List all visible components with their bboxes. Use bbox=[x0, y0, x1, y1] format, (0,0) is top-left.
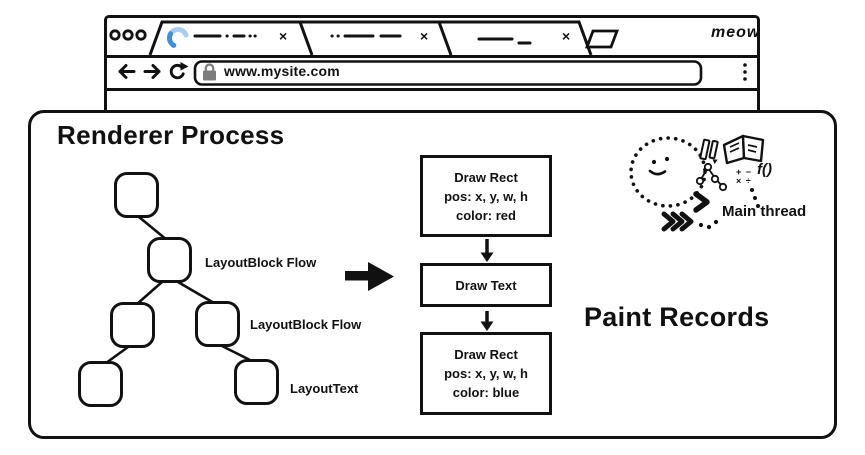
browser-menu-icon[interactable] bbox=[743, 63, 747, 81]
tab-title-scribble bbox=[477, 37, 532, 45]
paint-record-line: color: blue bbox=[452, 385, 520, 400]
tab-outline bbox=[148, 20, 593, 56]
browser-chrome-graphics: × × × bbox=[107, 20, 757, 91]
tab-separator bbox=[298, 21, 314, 56]
paint-record-line: Draw Rect bbox=[454, 347, 518, 362]
reload-button[interactable] bbox=[169, 62, 189, 80]
lock-icon bbox=[203, 63, 216, 81]
tree-node-label: LayoutBlock Flow bbox=[205, 255, 317, 270]
layout-tree-node bbox=[234, 359, 279, 405]
renderer-process-title: Renderer Process bbox=[57, 120, 285, 150]
browser-brand-label: meow bbox=[711, 24, 761, 41]
paint-records-title: Paint Records bbox=[584, 302, 770, 332]
paint-record-line: Draw Rect bbox=[454, 169, 518, 185]
back-button[interactable] bbox=[118, 64, 136, 79]
loading-spinner-icon bbox=[167, 31, 177, 48]
tab-1[interactable]: × bbox=[167, 27, 287, 48]
tab-2[interactable]: × bbox=[330, 28, 428, 44]
paint-record-box-draw-rect-red: Draw Rect pos: x, y, w, h color: red bbox=[420, 155, 552, 237]
new-tab-button[interactable] bbox=[584, 29, 620, 49]
paint-record-line: Draw Text bbox=[455, 277, 517, 293]
browser-window: × × × bbox=[104, 15, 760, 118]
tab-close-icon[interactable]: × bbox=[279, 28, 287, 44]
tree-node-label: LayoutBlock Flow bbox=[250, 317, 362, 332]
tab-close-icon[interactable]: × bbox=[420, 28, 428, 44]
layout-tree-node bbox=[110, 302, 155, 348]
window-control-dot[interactable] bbox=[109, 29, 121, 41]
forward-button[interactable] bbox=[143, 64, 161, 79]
math-doodle-label: + − bbox=[736, 167, 753, 177]
tab-strip bbox=[107, 20, 757, 58]
paint-record-box-draw-rect-blue: Draw Rect pos: x, y, w, h color: blue bbox=[420, 332, 552, 415]
window-control-dot[interactable] bbox=[135, 29, 147, 41]
tab-close-icon[interactable]: × bbox=[562, 28, 570, 44]
url-text[interactable]: www.mysite.com bbox=[224, 63, 340, 79]
math-doodle-label: × ÷ bbox=[736, 176, 752, 186]
window-control-dot[interactable] bbox=[122, 29, 134, 41]
layout-tree-node bbox=[147, 237, 192, 283]
layout-tree-node bbox=[78, 361, 123, 407]
paint-record-line: pos: x, y, w, h bbox=[444, 366, 528, 381]
layout-tree-node bbox=[195, 301, 240, 347]
paint-record-line: pos: x, y, w, h bbox=[444, 188, 528, 204]
tab-3[interactable]: × bbox=[477, 28, 570, 45]
url-field[interactable] bbox=[193, 60, 703, 86]
tab-separator bbox=[437, 21, 453, 56]
layout-tree-node-root bbox=[114, 172, 159, 218]
paint-record-box-draw-text: Draw Text bbox=[420, 263, 552, 307]
window-controls[interactable] bbox=[109, 29, 147, 41]
paint-record-line: color: red bbox=[456, 207, 516, 223]
main-thread-label: Main thread bbox=[722, 203, 807, 220]
tree-node-label: LayoutText bbox=[290, 381, 359, 396]
function-doodle-label: f() bbox=[757, 161, 772, 178]
